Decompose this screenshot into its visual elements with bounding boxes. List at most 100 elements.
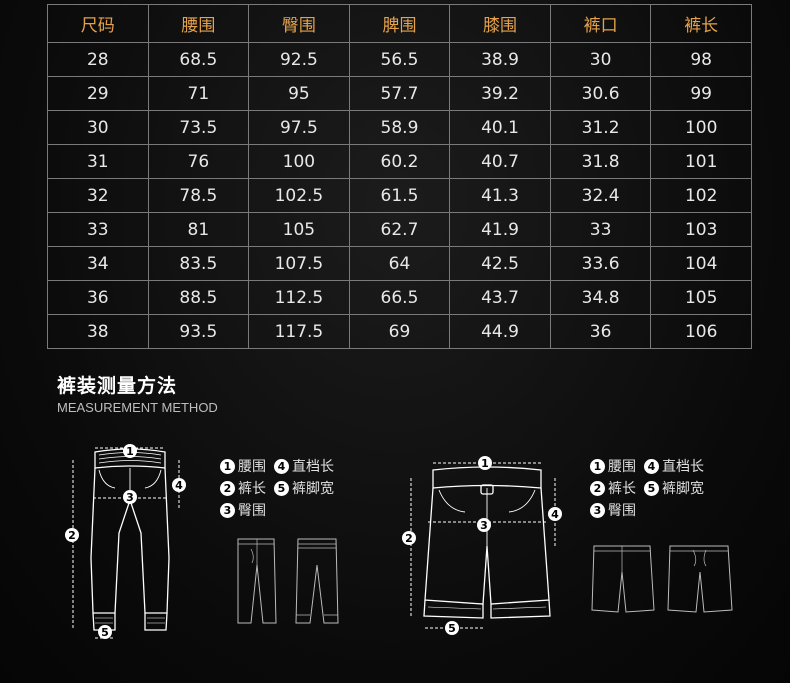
legend-marker-5: 5 [274,480,289,496]
section-subtitle: MEASUREMENT METHOD [57,400,218,415]
cell-waist: 76 [147,144,250,179]
shorts-legend-marker-1: 1 [590,458,605,474]
cell-hem: 31.8 [549,144,652,179]
marker-2: 2 [68,529,76,542]
header-hip: 臀围 [248,4,350,43]
cell-waist: 78.5 [147,178,250,213]
cell-thigh: 60.2 [348,144,451,179]
cell-waist: 88.5 [147,280,250,315]
legend-marker-1: 1 [220,458,235,474]
cell-length: 98 [650,42,752,77]
cell-hip: 105 [248,212,350,247]
cell-length: 101 [650,144,752,179]
cell-hip: 107.5 [248,246,350,281]
marker-1: 1 [126,445,134,458]
legend-waist: 腰围 [238,459,266,475]
shorts-legend-length: 裤长 [608,481,636,497]
shorts-legend-marker-5: 5 [644,480,659,496]
cell-waist: 71 [147,76,250,111]
long-pants-outline-icon: 1 2 3 4 5 [65,444,186,639]
shorts-marker-3: 3 [480,519,488,532]
shorts-legend-hip: 臀围 [608,503,636,519]
shorts-thumbnail-icon [591,545,733,613]
cell-waist: 68.5 [147,42,250,77]
header-thigh: 脾围 [348,4,451,43]
shorts-legend-marker-2: 2 [590,480,605,496]
cell-thigh: 61.5 [348,178,451,213]
cell-hip: 102.5 [248,178,350,213]
cell-hem: 33 [549,212,652,247]
cell-hip: 100 [248,144,350,179]
cell-knee: 41.3 [449,178,551,213]
cell-size: 28 [47,42,149,77]
shorts-outline-icon: 1 2 3 4 5 [402,456,562,635]
cell-hip: 95 [248,76,350,111]
cell-waist: 83.5 [147,246,250,281]
cell-hem: 30.6 [549,76,652,111]
marker-5: 5 [101,626,109,639]
cell-hem: 32.4 [549,178,652,213]
cell-size: 38 [47,314,149,349]
header-size: 尺码 [47,4,149,43]
cell-knee: 38.9 [449,42,551,77]
cell-length: 99 [650,76,752,111]
cell-size: 31 [47,144,149,179]
cell-hip: 97.5 [248,110,350,145]
cell-hem: 33.6 [549,246,652,281]
cell-hem: 36 [549,314,652,349]
legend-marker-2: 2 [220,480,235,496]
cell-knee: 40.1 [449,110,551,145]
cell-size: 36 [47,280,149,315]
legend-marker-3: 3 [220,502,235,518]
cell-knee: 43.7 [449,280,551,315]
cell-waist: 93.5 [147,314,250,349]
legend-hem: 裤脚宽 [292,481,334,497]
marker-3: 3 [126,491,134,504]
shorts-legend-marker-3: 3 [590,502,605,518]
cell-length: 105 [650,280,752,315]
cell-thigh: 58.9 [348,110,451,145]
shorts-marker-4: 4 [551,508,559,521]
shorts-marker-2: 2 [405,532,413,545]
header-waist: 腰围 [147,4,250,43]
cell-size: 34 [47,246,149,281]
cell-length: 102 [650,178,752,213]
cell-size: 30 [47,110,149,145]
cell-waist: 81 [147,212,250,247]
shorts-legend-rise: 直档长 [662,459,704,475]
marker-4: 4 [175,479,183,492]
cell-hip: 92.5 [248,42,350,77]
legend-length: 裤长 [238,481,266,497]
cell-knee: 41.9 [449,212,551,247]
section-title: 裤装测量方法 [57,375,178,397]
shorts-legend-waist: 腰围 [608,459,636,475]
cell-thigh: 69 [348,314,451,349]
cell-waist: 73.5 [147,110,250,145]
header-knee: 膝围 [449,4,551,43]
cell-hem: 34.8 [549,280,652,315]
cell-thigh: 62.7 [348,212,451,247]
long-pants-thumbnail-icon [237,538,339,624]
cell-thigh: 64 [348,246,451,281]
shorts-marker-1: 1 [481,457,489,470]
legend-marker-4: 4 [274,458,289,474]
header-hem: 裤口 [549,4,652,43]
cell-knee: 39.2 [449,76,551,111]
shorts-legend-hem: 裤脚宽 [662,481,704,497]
cell-length: 104 [650,246,752,281]
cell-hem: 31.2 [549,110,652,145]
legend-hip: 臀围 [238,503,266,519]
cell-hem: 30 [549,42,652,77]
shorts-legend-marker-4: 4 [644,458,659,474]
